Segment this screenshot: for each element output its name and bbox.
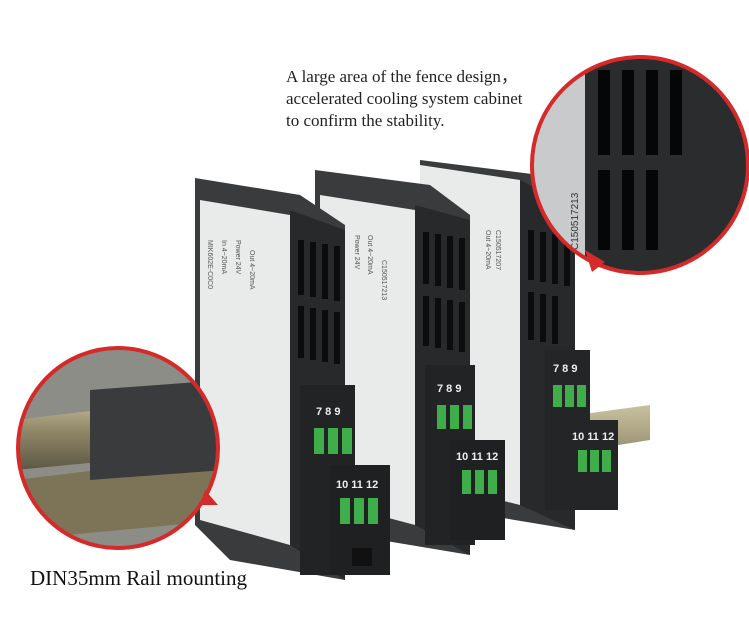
module-1: 7 8 9 10 11 12 MIK602E-C0C0 In 4~20mA Po… [195,178,390,580]
module-label-serial: C150517213 [380,260,387,300]
callout-label-output: Out: 4~20m [537,57,548,110]
module-label-power: Power 24V [353,235,360,270]
terminal-numbers-bottom: 10 11 12 [572,431,614,443]
module-label-power: Power 24V [234,240,241,275]
caption-rail-mounting: DIN35mm Rail mounting [30,566,247,590]
terminal-numbers-bottom: 10 11 12 [456,451,498,463]
caption-cooling: A large area of the fence design， accele… [286,66,522,132]
caption-line: A large area of the fence design， [286,67,518,86]
terminal-numbers-bottom: 10 11 12 [336,479,378,491]
module-label-model: MIK602E-C0C0 [206,240,213,289]
callout-label-serial: C150517213 [570,192,581,250]
module-label-serial: C150517207 [494,230,501,270]
caption-line: to confirm the stability. [286,111,445,130]
terminal-numbers-top: 7 8 9 [553,363,577,375]
zoom-callout-rail [16,346,220,550]
terminal-numbers-top: 7 8 9 [437,383,461,395]
module-label-output: Out 4~20mA [484,230,491,270]
caption-line: accelerated cooling system cabinet [286,89,523,108]
module-label-output: Out 4~20mA [248,250,255,290]
terminal-numbers-top: 7 8 9 [316,406,340,418]
module-label-input: In 4~20mA [220,240,227,274]
module-label-output: Out 4~20mA [366,235,373,275]
zoom-callout-ventilation: Out: 4~20m C150517213 [530,55,749,275]
